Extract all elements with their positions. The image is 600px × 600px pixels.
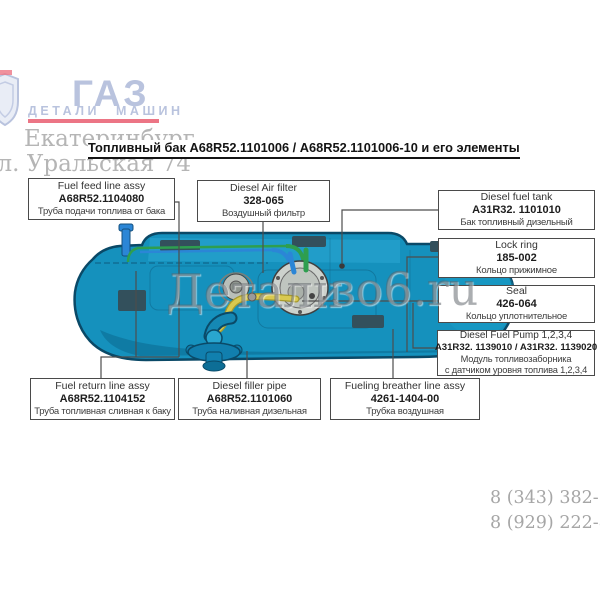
part-desc: Труба подачи топлива от бака [37, 206, 166, 218]
page-title: Топливный бак А68R52.1101006 / А68R52.11… [88, 140, 520, 159]
part-name: Diesel fuel tank [480, 191, 553, 204]
part-number: A68R52.1104152 [59, 392, 146, 405]
phone-number-1: 8 (343) 382-1 [490, 488, 600, 508]
callout-box-filler-pipe: Diesel filler pipe A68R52.1101060 Труба … [178, 378, 321, 420]
contact-phones: 8 (343) 382-1 8 (929) 222-8 [490, 486, 600, 537]
logo-subtitle-text: ДЕТАЛИ МАШИН [28, 104, 184, 118]
callout-lines [100, 201, 438, 378]
part-number: A31R32. 1139010 / A31R32. 1139020 [434, 341, 598, 353]
callout-box-fuel-return: Fuel return line assy A68R52.1104152 Тру… [30, 378, 175, 420]
part-number: 328-065 [243, 194, 284, 207]
logo-red-bar [28, 119, 159, 123]
part-number: A68R52.1101060 [206, 392, 293, 405]
part-name: Fuel feed line assy [57, 180, 146, 193]
part-name: Seal [505, 285, 527, 298]
callout-line-fuel-feed [175, 201, 180, 357]
part-desc: Трубка воздушная [366, 406, 444, 418]
callout-box-fuel-feed: Fuel feed line assy A68R52.1104080 Труба… [28, 178, 175, 220]
callout-box-fuel-tank: Diesel fuel tank A31R32. 1101010 Бак топ… [438, 190, 595, 230]
part-number: 4261-1404-00 [370, 392, 440, 405]
logo-brand-text: ГАЗ [72, 73, 150, 114]
part-desc: Модуль топливозаборника [460, 353, 572, 364]
filler-assembly [185, 311, 243, 372]
part-name: Fueling breather line assy [344, 380, 466, 393]
callout-box-lock-ring: Lock ring 185-002 Кольцо прижимное [438, 238, 595, 278]
callout-line-lock-ring [406, 256, 438, 352]
part-number: 426-064 [496, 297, 537, 310]
part-number: A31R32. 1101010 [472, 203, 561, 216]
callout-line-fuel-return [100, 356, 179, 378]
gaz-crest-icon [0, 70, 19, 127]
part-name: Diesel Fuel Pump 1,2,3,4 [459, 329, 573, 341]
part-name: Diesel Air filter [229, 182, 298, 195]
fuel-feed-fitting [118, 223, 134, 257]
callout-box-fuel-pump: Diesel Fuel Pump 1,2,3,4 A31R32. 1139010… [434, 329, 598, 376]
callout-line-fuel-tank [341, 209, 438, 263]
callout-dot-fuel-tank [339, 263, 345, 269]
part-desc: Кольцо уплотнительное [465, 311, 568, 323]
part-number: A68R52.1104080 [58, 192, 145, 205]
part-desc: Кольцо прижимное [476, 265, 557, 277]
callout-box-breather: Fueling breather line assy 4261-1404-00 … [330, 378, 480, 420]
callout-box-air-filter: Diesel Air filter 328-065 Воздушный филь… [197, 180, 330, 222]
part-name: Diesel filler pipe [212, 380, 287, 393]
part-desc: Труба топливная сливная к баку [34, 406, 171, 418]
phone-number-2: 8 (929) 222-8 [490, 513, 600, 534]
callout-box-seal: Seal 426-064 Кольцо уплотнительное [438, 285, 595, 323]
part-desc-2: с датчиком уровня топлива 1,2,3,4 [444, 364, 588, 375]
part-desc: Воздушный фильтр [222, 208, 305, 220]
part-name: Lock ring [495, 239, 538, 252]
part-number: 185-002 [496, 251, 537, 264]
callout-line-fuel-pump [412, 303, 438, 349]
part-name: Fuel return line assy [55, 380, 150, 393]
part-desc: Труба наливная дизельная [192, 406, 307, 418]
part-desc: Бак топливный дизельный [460, 217, 573, 229]
